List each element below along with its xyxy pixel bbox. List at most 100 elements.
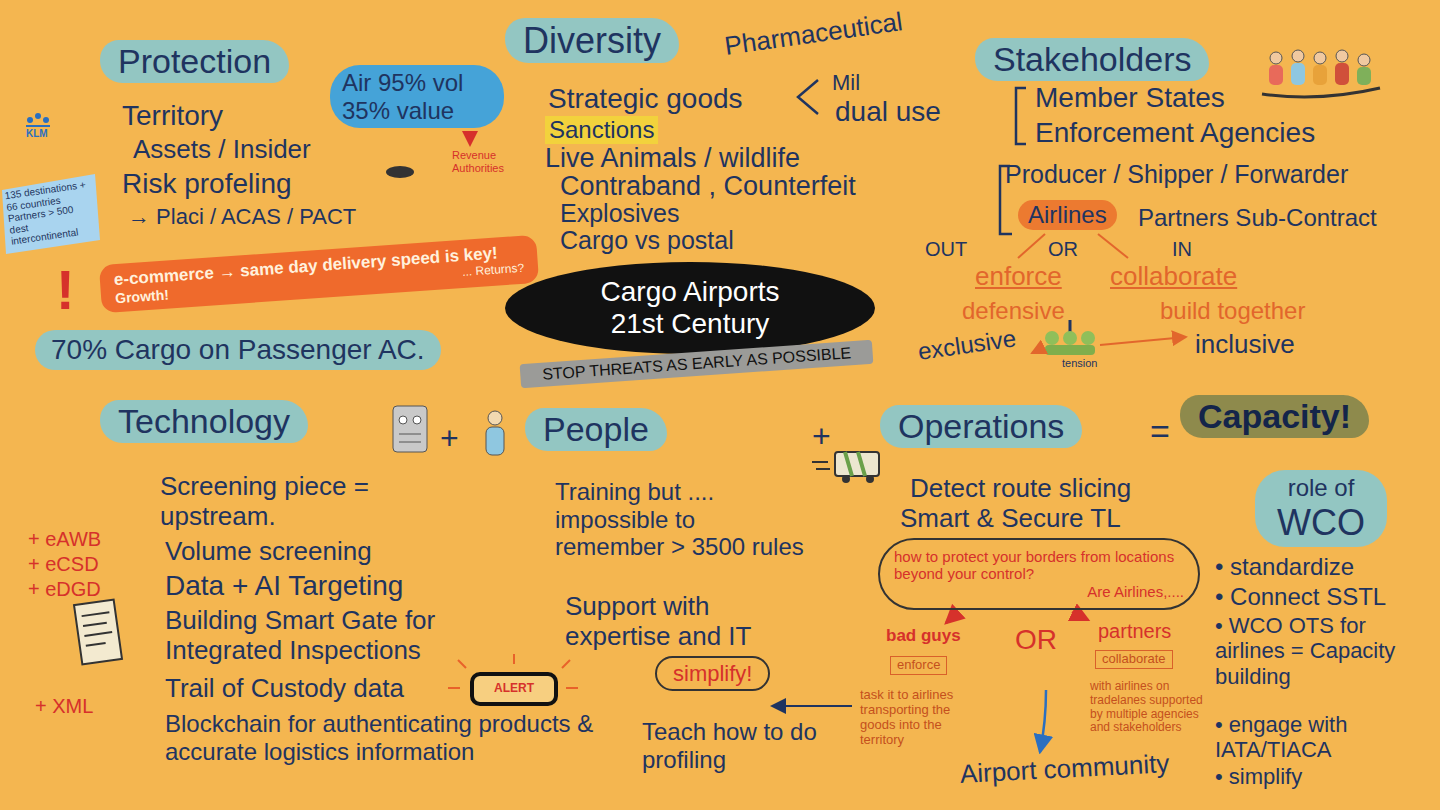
note-text: Blockchain for authenticating products &… [165,710,620,765]
note-text: Building Smart Gate for Integrated Inspe… [165,606,545,666]
section-heading: Stakeholders [975,38,1209,81]
node-text: role of [1277,474,1365,502]
annotation: task it to airlines transporting the goo… [860,688,970,748]
person-head [1063,331,1077,345]
bullet-item: • simplify [1215,764,1302,789]
result-heading: Capacity! [1180,395,1369,438]
phone-alert: ALERT [470,672,558,706]
note-text: collaborate [1110,262,1237,292]
arrow [1072,612,1088,620]
note-text: Partners Sub-Contract [1138,204,1377,232]
truck-wheel [842,475,850,483]
document-sheet [74,600,122,665]
node-text: collaborate [1102,652,1166,667]
node-text: simplify! [673,661,752,686]
arrow [1032,348,1042,353]
note-text: Member States [1035,82,1225,114]
note-text: + eDGD [28,578,101,601]
annotation: with airlines on tradelanes supported by… [1090,680,1208,735]
note-text: partners [1098,620,1171,643]
speed-line [816,468,830,470]
node-text: Are Airlines,.... [894,583,1184,600]
tension-marker [1069,320,1072,332]
bullet-item: • Connect SSTL [1215,583,1386,611]
crown-dot [35,113,41,119]
person-body [1269,65,1283,85]
note-text: Teach how to do profiling [642,718,837,773]
note-text: Assets / Insider [133,135,311,165]
note-text: 135 destinations + 66 countries Partners… [4,178,97,247]
node-text: how to protect your borders from locatio… [894,548,1184,583]
note-text: Mil [832,70,860,95]
truck-wheel [866,475,874,483]
note-text: Territory [122,100,223,132]
note-text: Pharmaceutical [723,7,905,62]
node-text: WCO [1277,502,1365,543]
section-heading: Protection [100,40,289,83]
swoosh [1262,88,1380,97]
note-text: + XML [35,695,93,718]
central-ellipse: Cargo Airports 21st Century [505,262,875,354]
split-line [1018,234,1045,258]
person-head [488,411,502,425]
operator-sign: + [440,420,459,457]
note-text: inclusive [1195,330,1295,360]
person-head [1336,50,1348,62]
spy-glasses [386,166,414,178]
arrow [946,612,958,623]
node-text: ALERT [494,682,534,696]
note-text: Producer / Shipper / Forwarder [1005,160,1348,189]
section-heading: People [525,408,667,451]
node-text: ... Returns? [462,261,525,279]
person-head [1081,331,1095,345]
robot-line [399,434,421,435]
exclamation: ! [56,262,75,318]
bullet-item: • standardize [1215,553,1354,581]
note-text: Training but .... impossible to remember… [555,478,805,561]
node-text: Airlines [1028,201,1107,229]
node-text: Diversity [523,20,661,61]
crown-dot [43,117,49,123]
bracket [798,80,818,114]
person-head [1314,52,1326,64]
note-text: Data + AI Targeting [165,570,403,602]
note-text: OUT [925,238,967,261]
note-text: Contraband , Counterfeit [560,171,856,202]
arrow [469,133,471,145]
note-text: IN [1172,238,1192,261]
node-text: Air 95% vol 35% value [342,69,492,124]
note-text: OR [1048,238,1078,261]
node-text: Capacity! [1198,397,1351,436]
node-text: Cargo Airports 21st Century [575,276,805,340]
operator-sign: = [1150,412,1170,451]
node-text: Operations [898,407,1064,446]
person-head [1292,50,1304,62]
note-text: Sanctions [545,116,658,144]
note-text: bad guys [886,626,961,646]
note-text: Risk profeling [122,168,292,200]
annotation: tension [1062,357,1097,370]
document-icon [74,600,122,665]
section-heading: Technology [100,400,308,443]
truck-stripe [845,452,865,476]
thought-cloud: how to protect your borders from locatio… [878,538,1200,610]
note-text: defensive [962,297,1065,325]
highlight-band: e-commerce → same day delivery speed is … [99,235,539,313]
note-text: Airport community [959,749,1170,790]
person-head [1358,54,1370,66]
note-text: Live Animals / wildlife [545,143,800,174]
crown-dot [27,117,33,123]
crown-base [26,125,50,127]
truck [835,452,879,476]
operator-sign: + [812,418,831,455]
node-text: Protection [118,42,271,81]
node-text: 70% Cargo on Passenger AC. [51,334,425,366]
note-text: Cargo vs postal [560,226,734,255]
person-body [1313,65,1327,85]
document-lines [82,612,114,646]
person-head [1045,331,1059,345]
group-body [1045,345,1095,355]
note-text: dual use [835,96,941,128]
note-text: build together [1160,297,1305,325]
